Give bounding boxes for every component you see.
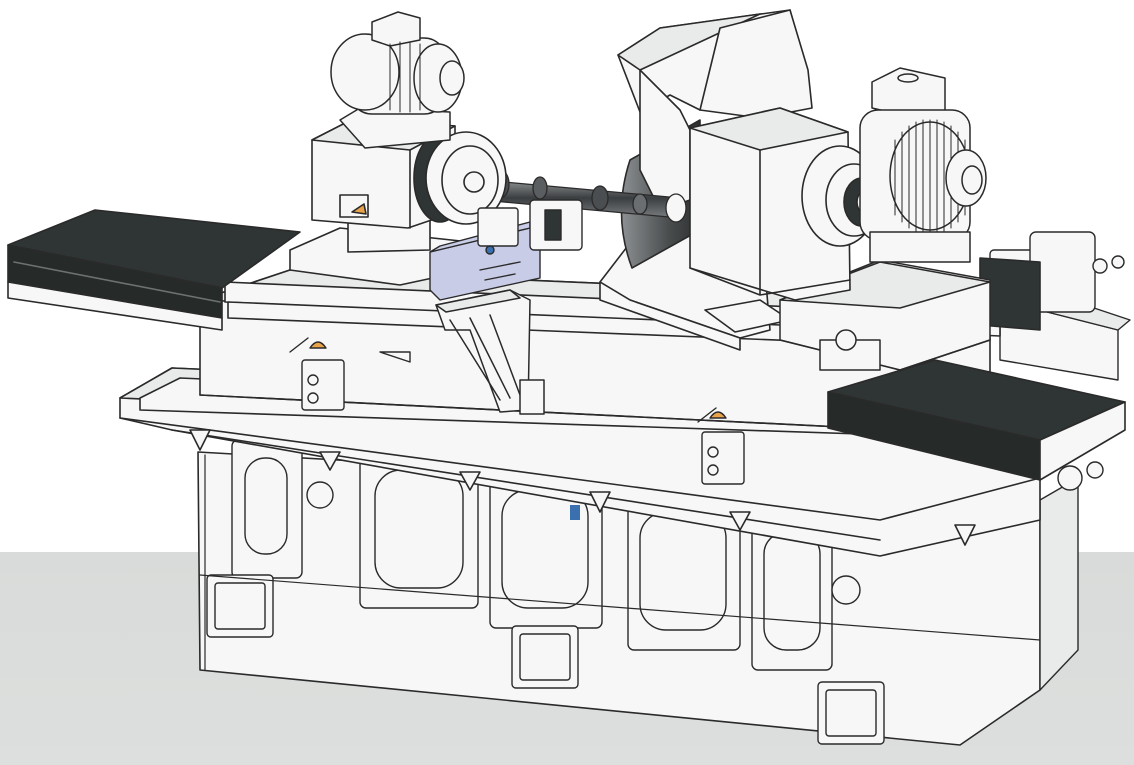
- headstock-motor: [330, 11, 465, 149]
- left-way-cover: [7, 209, 301, 331]
- headstock-motor-fins: [389, 41, 421, 113]
- table-clamps: [289, 337, 745, 485]
- measuring-probe: [429, 199, 583, 301]
- machine: [7, 9, 1131, 746]
- wheel-motor: [859, 67, 987, 263]
- measuring-stand: [435, 289, 545, 415]
- right-way-cover: [827, 257, 1126, 481]
- workpiece-shaft: [459, 169, 687, 223]
